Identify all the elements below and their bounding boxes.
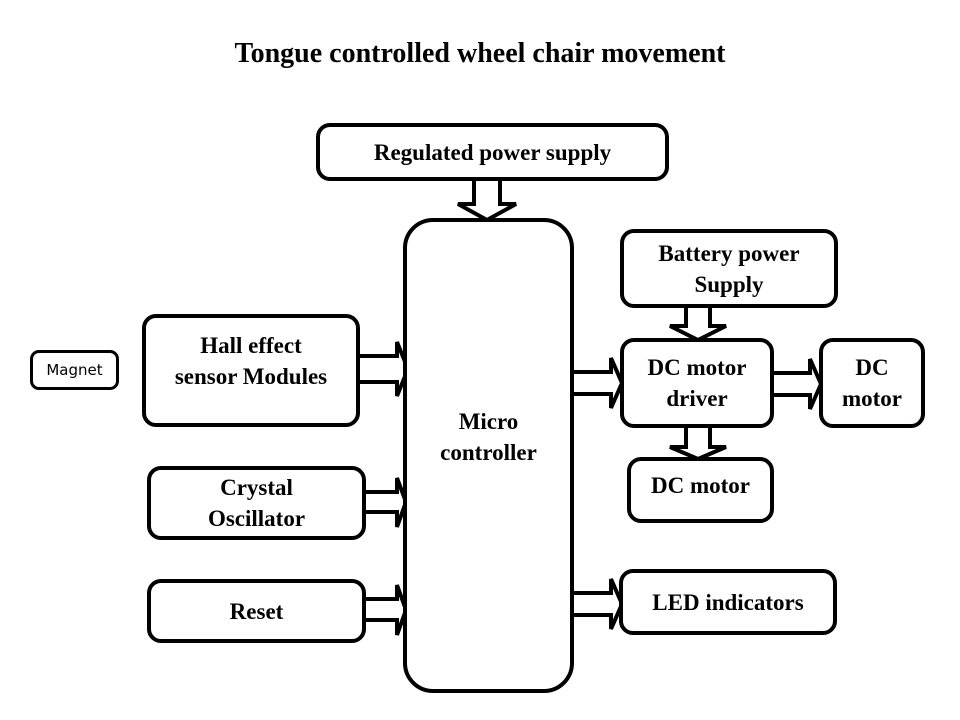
arrow-mcu-to-led xyxy=(573,578,625,630)
crystal-oscillator-block: Crystal Oscillator xyxy=(147,466,366,540)
microcontroller-block: Micro controller xyxy=(403,218,574,693)
magnet-block: Magnet xyxy=(30,350,119,390)
magnet-label: Magnet xyxy=(46,360,103,379)
dc-motor-bottom-label: DC motor xyxy=(651,472,750,498)
battery-power-supply-block: Battery power Supply xyxy=(620,229,838,308)
led-indicators-label: LED indicators xyxy=(652,589,804,615)
regulated-power-supply-label: Regulated power supply xyxy=(373,139,612,165)
arrow-crystal-to-mcu xyxy=(365,477,409,528)
hall-effect-sensor-block: Hall effect sensor Modules xyxy=(142,314,360,427)
regulated-power-supply-block: Regulated power supply xyxy=(316,123,669,181)
dc-motor-right-label: DC motor xyxy=(841,355,903,411)
dc-motor-right-block: DC motor xyxy=(819,338,925,428)
arrow-driver-to-motor-right xyxy=(771,358,824,410)
arrow-hall-to-mcu xyxy=(357,341,411,397)
arrow-power-to-mcu xyxy=(457,180,517,223)
hall-effect-sensor-label: Hall effect sensor Modules xyxy=(174,332,328,389)
reset-block: Reset xyxy=(147,579,366,643)
arrow-driver-to-motor-bottom xyxy=(669,426,727,462)
microcontroller-label: Micro controller xyxy=(440,408,537,465)
battery-power-supply-label: Battery power Supply xyxy=(658,240,800,297)
dc-motor-driver-label: DC motor driver xyxy=(647,355,747,411)
led-indicators-block: LED indicators xyxy=(619,569,837,635)
arrow-reset-to-mcu xyxy=(365,584,409,636)
dc-motor-driver-block: DC motor driver xyxy=(620,338,774,428)
diagram-title: Tongue controlled wheel chair movement xyxy=(234,38,726,69)
dc-motor-bottom-block: DC motor xyxy=(627,457,774,523)
arrow-battery-to-driver xyxy=(669,306,727,343)
crystal-oscillator-label: Crystal Oscillator xyxy=(207,475,306,531)
arrow-mcu-to-driver xyxy=(573,357,625,409)
reset-label: Reset xyxy=(229,598,284,624)
